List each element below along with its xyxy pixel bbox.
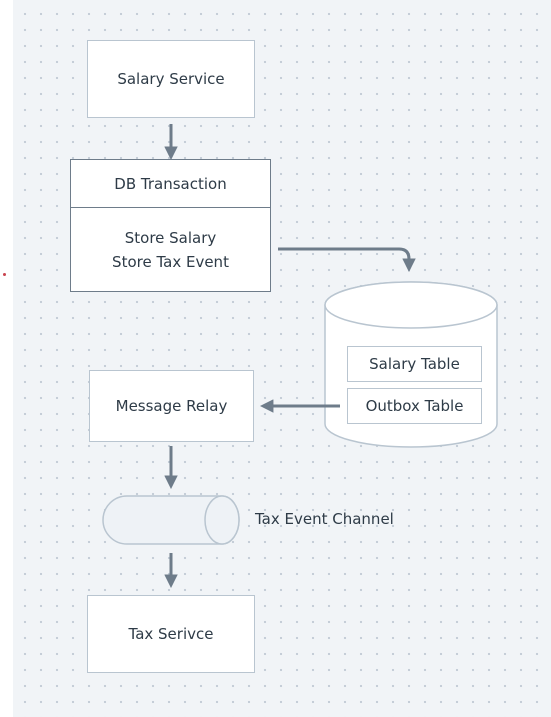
db-transaction-label: DB Transaction bbox=[114, 174, 227, 193]
tax-service-node[interactable]: Tax Serivce bbox=[87, 595, 255, 673]
salary-service-node[interactable]: Salary Service bbox=[87, 40, 255, 118]
db-transaction-body[interactable]: Store Salary Store Tax Event bbox=[70, 207, 271, 292]
salary-service-label: Salary Service bbox=[117, 70, 225, 88]
tax-service-label: Tax Serivce bbox=[128, 625, 214, 643]
channel-cylinder bbox=[102, 495, 240, 545]
db-transaction-header[interactable]: DB Transaction bbox=[70, 159, 271, 208]
arrow-transaction-to-database bbox=[278, 247, 416, 273]
outbox-table-node[interactable]: Outbox Table bbox=[347, 388, 482, 424]
tax-event-channel-label: Tax Event Channel bbox=[255, 510, 394, 528]
salary-table-node[interactable]: Salary Table bbox=[347, 346, 482, 382]
marker-dot bbox=[3, 273, 6, 276]
salary-table-label: Salary Table bbox=[369, 355, 460, 373]
store-tax-event-label: Store Tax Event bbox=[112, 252, 229, 271]
outbox-table-label: Outbox Table bbox=[365, 397, 464, 415]
message-relay-label: Message Relay bbox=[115, 397, 228, 415]
message-relay-node[interactable]: Message Relay bbox=[89, 370, 254, 442]
store-salary-label: Store Salary bbox=[124, 228, 217, 247]
